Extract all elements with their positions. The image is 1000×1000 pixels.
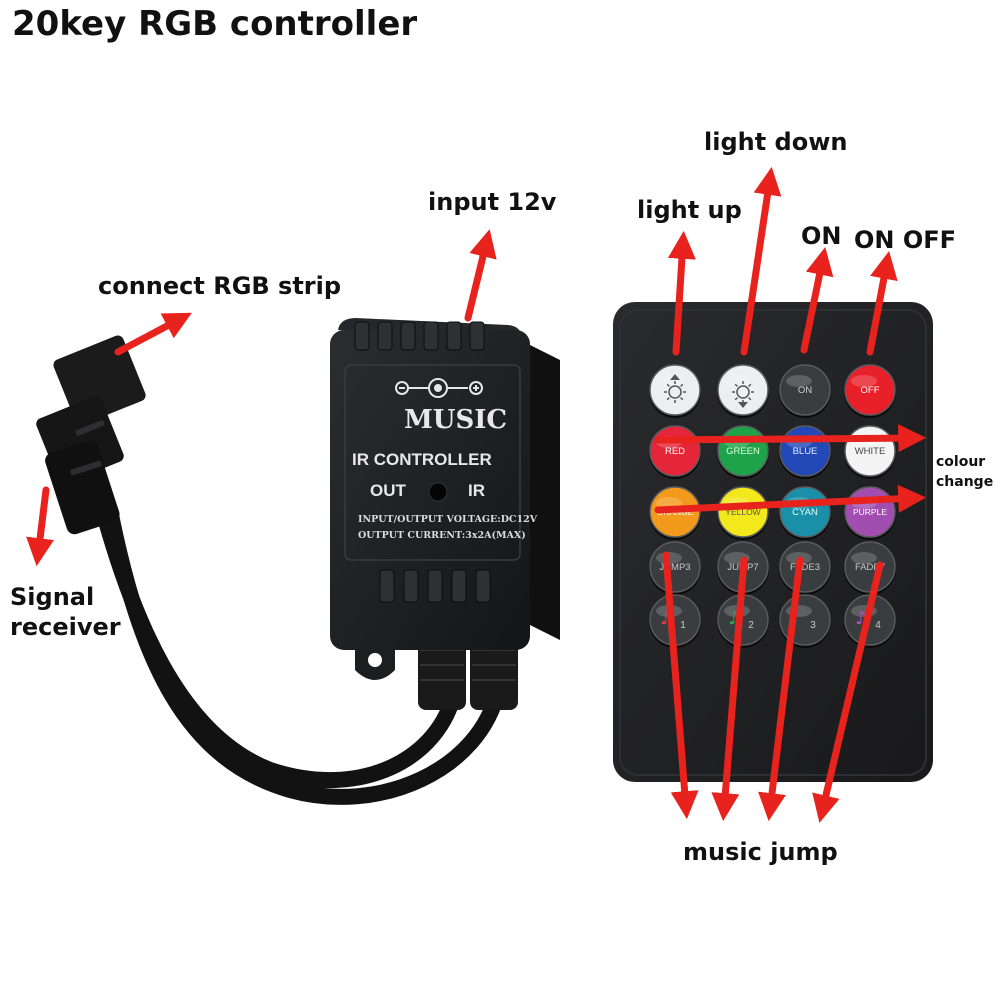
label-on-off: ON OFF (854, 226, 957, 254)
remote-button-label: RED (665, 446, 685, 457)
remote-button-orange[interactable]: ORANGE (649, 486, 701, 540)
label-signal-receiver: Signal receiver (10, 583, 121, 641)
label-connect-rgb-strip: connect RGB strip (98, 272, 342, 300)
remote-button-label: FADE3 (790, 562, 820, 573)
arrow-light-down (740, 166, 782, 356)
arrow-signal-receiver (26, 486, 54, 567)
remote-button-yellow[interactable]: YELLOW (717, 486, 769, 540)
controller-spec-voltage: INPUT/OUTPUT VOLTAGE:DC12V (358, 514, 538, 525)
remote-button-jump3[interactable]: JUMP3 (649, 541, 701, 595)
arrow-on-off (866, 250, 898, 356)
brightness-up-icon (664, 374, 686, 403)
label-light-up: light up (637, 196, 742, 224)
remote-button-label: PURPLE (853, 507, 887, 517)
rgb-strip-connector (36, 335, 146, 535)
remote-button-label: FADE7 (855, 562, 885, 573)
ir-controller-box (330, 318, 560, 680)
arrow-music-1 (662, 551, 699, 820)
brightness-down-icon (732, 381, 754, 408)
arrow-connect-rgb-strip (114, 312, 192, 356)
remote-button-brightness-up-icon[interactable] (649, 364, 701, 418)
arrow-colour-row1 (654, 424, 927, 453)
remote-button-label: BLUE (793, 446, 818, 457)
label-light-down: light down (704, 128, 848, 156)
polarity-symbol-icon (395, 378, 483, 398)
ir-sensor-window (428, 482, 448, 502)
music-note-icon: ♪ (728, 608, 740, 629)
remote-button-label: 1 (680, 620, 686, 631)
remote-button-fade3[interactable]: FADE3 (779, 541, 831, 595)
label-input-12v: input 12v (428, 188, 557, 216)
ir-remote: ON OFF RED GREEN BLUE WHITE ORANGE YELLOW CYAN PU… (613, 302, 933, 782)
port-out-label: OUT (370, 481, 406, 500)
remote-button-label: 2 (748, 620, 754, 631)
controller-model: IR CONTROLLER (352, 450, 492, 469)
remote-button-white[interactable]: WHITE (844, 425, 896, 479)
remote-button-label: 4 (875, 620, 881, 631)
remote-button-label: WHITE (855, 446, 886, 457)
remote-button-label: 3 (810, 620, 816, 631)
music-note-icon: ♪ (660, 608, 672, 629)
arrow-music-4 (812, 561, 884, 823)
remote-button-green[interactable]: GREEN (717, 425, 769, 479)
remote-button-off[interactable]: OFF (844, 364, 896, 418)
remote-button-label: JUMP3 (659, 562, 690, 573)
remote-button-on[interactable]: ON (779, 364, 831, 418)
remote-button-label: CYAN (792, 507, 818, 518)
rgb-cable (87, 472, 506, 805)
remote-button-blue[interactable]: BLUE (779, 425, 831, 479)
label-on: ON (801, 222, 842, 250)
arrow-music-2 (711, 556, 748, 822)
remote-button-purple[interactable]: PURPLE (844, 486, 896, 540)
remote-button-fade7[interactable]: FADE7 (844, 541, 896, 595)
remote-button-cyan[interactable]: CYAN (779, 486, 831, 540)
music-note-icon: ♪ (855, 608, 867, 629)
page-title: 20key RGB controller (12, 4, 418, 44)
remote-button-label: ON (798, 385, 812, 396)
controller-spec-current: OUTPUT CURRENT:3x2A(MAX) (358, 530, 526, 541)
remote-button-red[interactable]: RED (649, 425, 701, 479)
port-ir-label: IR (468, 481, 485, 500)
arrow-light-up (667, 230, 696, 356)
arrow-on (800, 247, 834, 354)
remote-button-label: YELLOW (725, 507, 760, 517)
label-colour-change: colour change (936, 454, 994, 490)
arrow-input-12v (464, 229, 497, 322)
remote-button-2[interactable]: ♪2 (717, 594, 769, 648)
label-music-jump: music jump (683, 838, 838, 866)
controller-brand: MUSIC (404, 405, 508, 435)
remote-button-label: OFF (861, 385, 880, 396)
remote-button-label: GREEN (726, 446, 760, 457)
arrow-music-3 (758, 556, 804, 822)
annotation-arrows (26, 166, 927, 823)
remote-button-brightness-down-icon[interactable] (717, 364, 769, 418)
remote-button-3[interactable]: ♪3 (779, 594, 831, 648)
arrow-colour-row2 (654, 484, 927, 514)
